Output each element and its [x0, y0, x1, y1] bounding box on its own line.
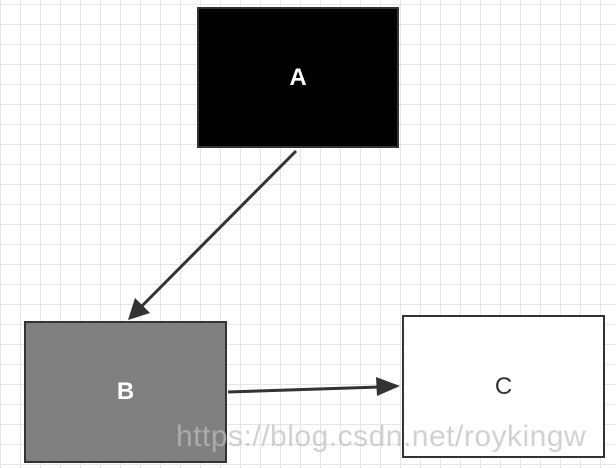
edge-b-to-c[interactable]	[227, 385, 381, 394]
node-a-label: A	[289, 63, 307, 91]
node-a[interactable]: A	[197, 7, 399, 148]
watermark-text: https://blog.csdn.net/roykingw	[176, 420, 587, 453]
edge-a-to-b[interactable]	[130, 149, 298, 318]
node-b-label: B	[116, 378, 135, 405]
node-b[interactable]: B	[24, 321, 227, 463]
node-c[interactable]: C	[402, 315, 605, 458]
node-c-label: C	[494, 372, 513, 400]
arrowhead-b-to-c	[376, 377, 400, 396]
arrowhead-a-to-b	[128, 298, 150, 320]
